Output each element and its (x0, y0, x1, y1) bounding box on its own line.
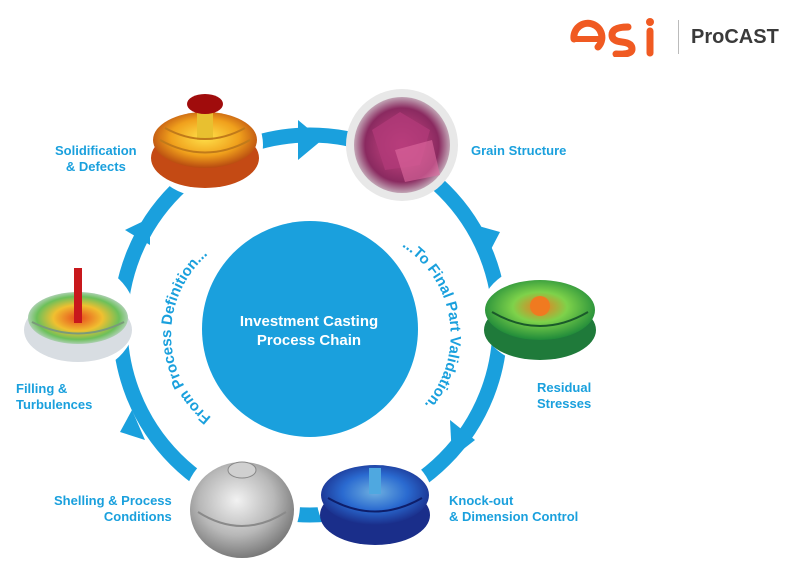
arrow-icon (120, 410, 145, 440)
brand-logo: ProCAST (568, 12, 779, 62)
arrow-icon (450, 420, 475, 458)
step-label-grain-structure: Grain Structure (471, 143, 567, 158)
step-label-shelling: Shelling & Process Conditions (54, 493, 172, 524)
center-title-line2: Process Chain (256, 332, 362, 349)
step-label-knockout: Knock-out & Dimension Control (449, 493, 579, 524)
solidification-render (147, 93, 263, 197)
shelling-render (184, 447, 300, 563)
center-title: Investment Casting Process Chain (214, 312, 404, 350)
grain-structure-render (346, 89, 458, 201)
residual-stress-render (480, 265, 600, 365)
product-name: ProCAST (691, 25, 779, 48)
logo-separator (678, 20, 679, 54)
arrow-icon (475, 225, 500, 255)
knockout-render (317, 450, 433, 550)
filling-render (20, 263, 136, 373)
arrow-icon (125, 218, 150, 245)
arrow-icon (298, 120, 322, 160)
center-title-line1: Investment Casting (239, 313, 379, 330)
step-label-filling: Filling & Turbulences (16, 381, 93, 412)
ring-arrows (120, 120, 500, 458)
step-label-residual-stresses: Residual Stresses (537, 380, 592, 411)
center-circle (202, 221, 418, 437)
step-label-solidification: Solidification & Defects (55, 143, 137, 174)
esi-logo-icon (570, 18, 654, 57)
